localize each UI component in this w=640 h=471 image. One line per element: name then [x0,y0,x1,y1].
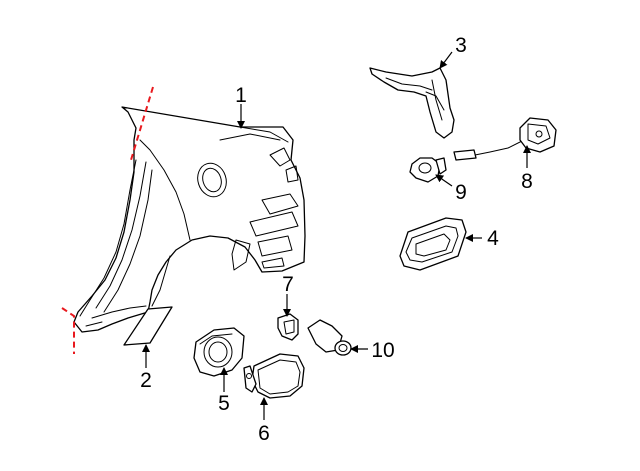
lock-actuator-part[interactable] [453,117,557,161]
cut-line-lower [61,307,75,354]
leader-9 [435,174,453,187]
cut-line-upper [130,86,154,161]
callout-10: 10 [371,339,394,362]
pillar-bracket-part[interactable] [369,67,455,139]
callout-4: 4 [487,227,499,250]
quarter-panel-part[interactable] [73,106,306,333]
callout-1: 1 [235,84,247,107]
callout-8: 8 [521,170,533,193]
callout-2: 2 [140,369,152,392]
callout-3: 3 [455,34,467,57]
filler-housing-part[interactable] [193,327,245,377]
door-opener-part[interactable] [307,319,352,356]
callout-9: 9 [455,181,467,204]
housing-seal-part[interactable] [399,217,467,271]
hinge-part[interactable] [277,313,299,341]
fuel-door-part[interactable] [243,353,305,399]
callout-7: 7 [282,273,294,296]
trim-strip-part[interactable] [123,306,173,346]
callout-6: 6 [258,422,270,445]
leader-3 [439,51,453,69]
callout-5: 5 [218,392,230,415]
